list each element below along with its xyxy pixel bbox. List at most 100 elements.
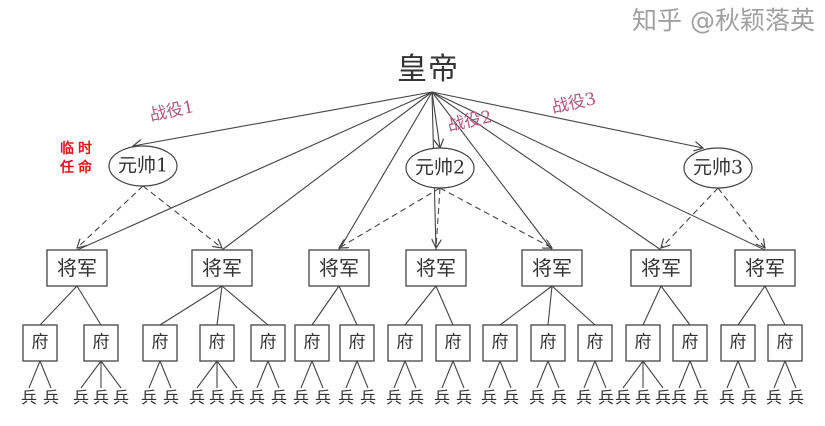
fu-soldier-edge [547, 360, 560, 389]
general-fu-edge [159, 285, 223, 326]
soldier-label: 兵 [337, 388, 355, 407]
fu-soldier-edge [267, 360, 280, 389]
general-fu-edge [216, 285, 223, 326]
temporary-command-arrow [717, 187, 765, 248]
soldier-label: 兵 [670, 388, 688, 407]
fu-soldier-edge [28, 360, 41, 389]
fu-label: 府 [92, 332, 110, 353]
general-fu-edge [435, 285, 454, 326]
fu-label: 府 [491, 332, 509, 353]
general-fu-edge [221, 285, 269, 326]
general-fu-edge [764, 285, 786, 326]
soldier-label: 兵 [140, 388, 158, 407]
campaign-arrow [431, 91, 703, 148]
soldier-label: 兵 [614, 388, 632, 407]
soldier-label: 兵 [550, 388, 568, 407]
command-line [76, 91, 433, 251]
fu-soldier-edge [726, 360, 739, 389]
soldier-label: 兵 [292, 388, 310, 407]
fu-label: 府 [208, 332, 226, 353]
temporary-appointment-note: 临时 任命 [60, 140, 96, 178]
fu-soldier-edge [256, 360, 269, 389]
fu-label: 府 [634, 332, 652, 353]
soldier-label: 兵 [314, 388, 332, 407]
general-fu-edge [311, 285, 340, 326]
soldier-label: 兵 [502, 388, 520, 407]
command-line [431, 91, 662, 251]
fu-soldier-edge [678, 360, 691, 389]
temporary-command-arrow [439, 187, 552, 248]
general-fu-edge [551, 285, 596, 326]
soldier-label: 兵 [718, 388, 736, 407]
soldier-label: 兵 [575, 388, 593, 407]
soldier-label: 兵 [433, 388, 451, 407]
fu-soldier-edge [773, 360, 786, 389]
fu-soldier-edge [311, 360, 324, 389]
soldier-label: 兵 [162, 388, 180, 407]
general-label: 将军 [319, 256, 359, 280]
fu-soldier-edge [441, 360, 454, 389]
soldier-label: 兵 [359, 388, 377, 407]
soldier-label: 兵 [634, 388, 652, 407]
fu-soldier-edge [689, 360, 702, 389]
fu-soldier-edge [583, 360, 596, 389]
fu-label: 府 [151, 332, 169, 353]
fu-soldier-edge [300, 360, 313, 389]
temporary-command-arrow [77, 185, 144, 248]
marshal-label: 元帅3 [692, 156, 744, 179]
watermark: 知乎 @秋颖落英 [632, 6, 815, 35]
fu-soldier-edge [536, 360, 549, 389]
general-label: 将军 [745, 256, 785, 280]
command-line [221, 91, 433, 251]
command-line [431, 91, 766, 251]
soldier-label: 兵 [597, 388, 615, 407]
marshal-label: 元帅2 [414, 156, 466, 179]
general-fu-edge [338, 285, 358, 326]
fu-soldier-edge [159, 360, 172, 389]
fu-soldier-edge [196, 360, 218, 389]
note-line: 临时 [60, 141, 96, 157]
soldier-label: 兵 [270, 388, 288, 407]
fu-label: 府 [396, 332, 414, 353]
fu-soldier-edge [80, 360, 102, 389]
general-fu-edge [737, 285, 766, 326]
soldier-label: 兵 [92, 388, 110, 407]
soldier-label: 兵 [385, 388, 403, 407]
general-fu-edge [547, 285, 553, 326]
emperor-node: 皇帝 [397, 52, 459, 87]
soldier-label: 兵 [407, 388, 425, 407]
general-label: 将军 [202, 256, 242, 280]
general-fu-edge [404, 285, 437, 326]
fu-label: 府 [586, 332, 604, 353]
general-label: 将军 [641, 256, 681, 280]
soldier-label: 兵 [480, 388, 498, 407]
soldier-label: 兵 [228, 388, 246, 407]
general-fu-edge [642, 285, 662, 326]
general-label: 将军 [57, 256, 97, 280]
soldier-label: 兵 [112, 388, 130, 407]
fu-soldier-edge [499, 360, 512, 389]
fu-soldier-edge [393, 360, 406, 389]
fu-soldier-edge [148, 360, 161, 389]
note-line: 任命 [60, 160, 96, 176]
soldier-label: 兵 [248, 388, 266, 407]
soldier-label: 兵 [765, 388, 783, 407]
general-fu-edge [499, 285, 553, 326]
fu-soldier-edge [452, 360, 465, 389]
fu-soldier-edge [39, 360, 52, 389]
general-fu-edge [39, 285, 78, 326]
soldier-label: 兵 [654, 388, 672, 407]
temporary-command-arrow [661, 187, 719, 248]
temporary-command-arrow [339, 187, 441, 248]
fu-label: 府 [31, 332, 49, 353]
fu-label: 府 [681, 332, 699, 353]
fu-soldier-edge [100, 360, 122, 389]
marshal-label: 元帅1 [117, 154, 169, 177]
fu-soldier-edge [404, 360, 417, 389]
soldier-label: 兵 [740, 388, 758, 407]
fu-soldier-edge [594, 360, 607, 389]
soldier-label: 兵 [42, 388, 60, 407]
fu-soldier-edge [488, 360, 501, 389]
